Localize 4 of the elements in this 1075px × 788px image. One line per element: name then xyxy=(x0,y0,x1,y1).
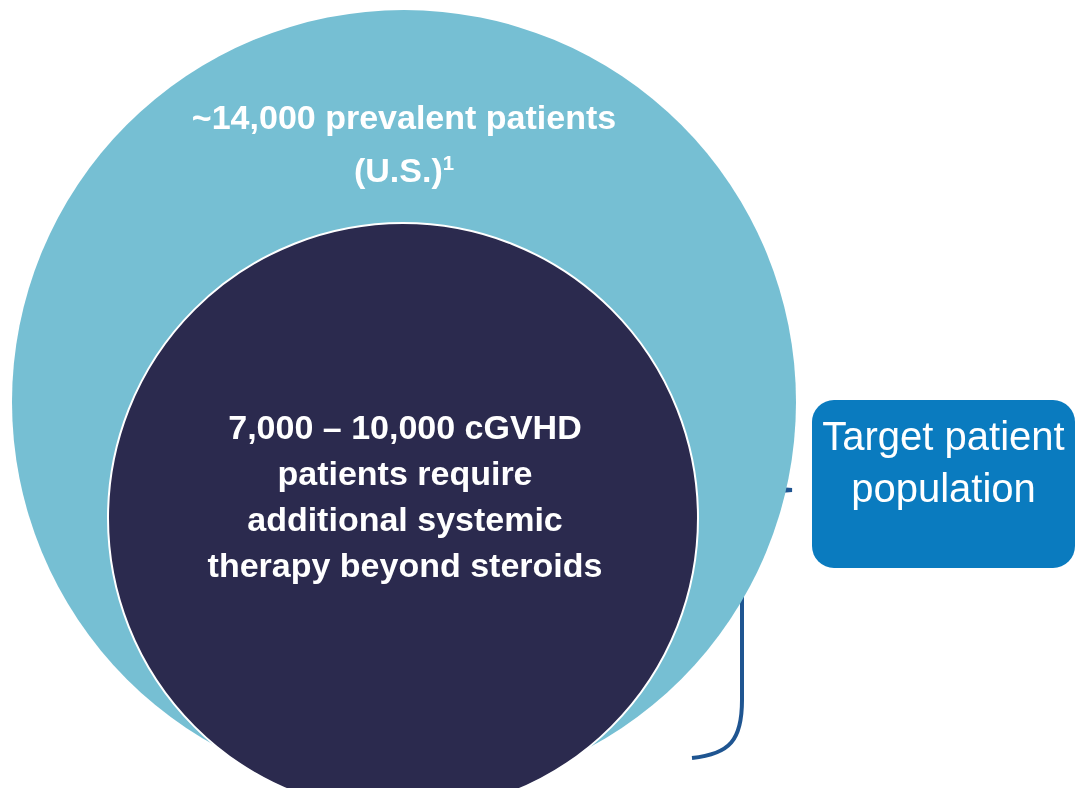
circle-label: 7,000 – 10,000 cGVHD patients require additional systemic therapy beyond steroids xyxy=(206,407,604,586)
callout-text: Target patient population xyxy=(821,413,1066,512)
target-box xyxy=(812,400,1075,568)
circle-label: ~14,000 prevalent patients (U.S.)$^{1}$ xyxy=(190,97,618,192)
